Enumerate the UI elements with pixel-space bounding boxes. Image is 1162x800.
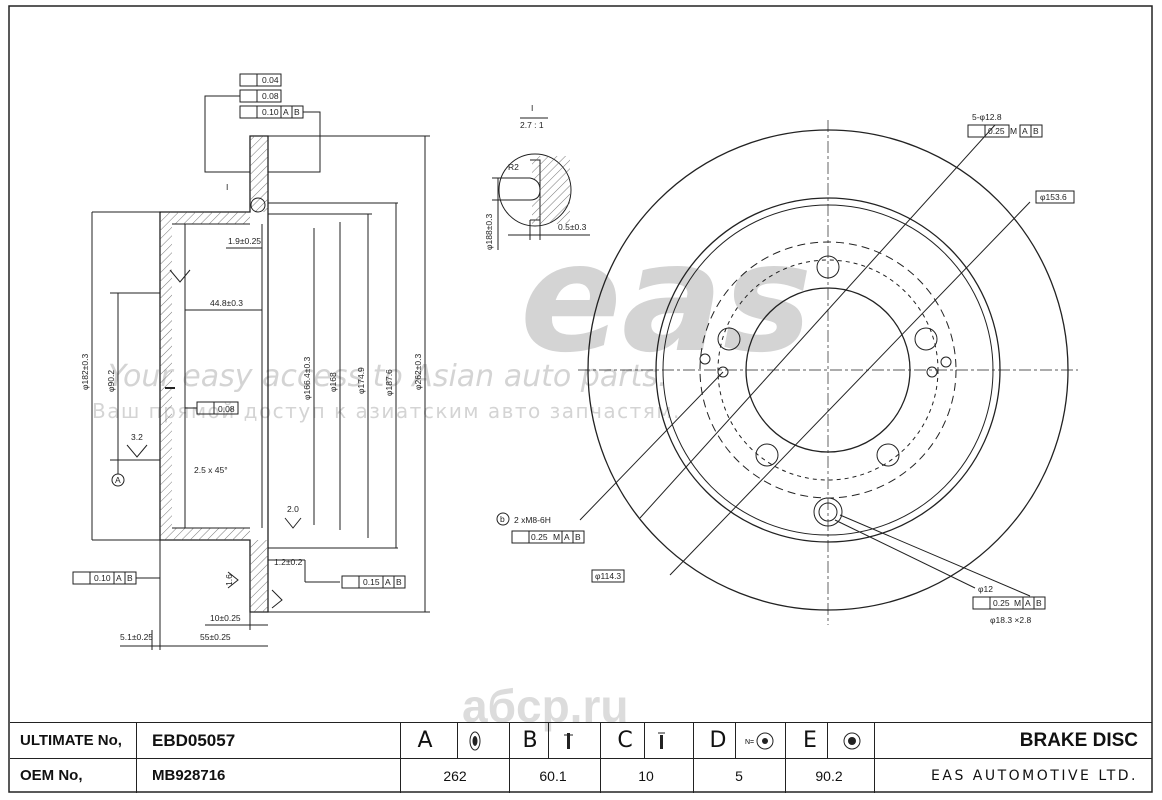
svg-text:1.2±0.2: 1.2±0.2 [274, 557, 303, 567]
svg-text:M: M [1010, 126, 1017, 136]
svg-text:0.04: 0.04 [262, 75, 279, 85]
svg-text:b: b [500, 514, 505, 524]
column-a-icon [468, 723, 482, 758]
svg-text:1.9±0.25: 1.9±0.25 [228, 236, 261, 246]
column-d-letter: D [709, 728, 727, 753]
svg-text:φ18.3 ×2.8: φ18.3 ×2.8 [990, 615, 1031, 625]
column-a-value: 262 [443, 767, 467, 784]
detail-view [492, 117, 590, 250]
svg-text:φ168: φ168 [328, 372, 338, 392]
column-e-value: 90.2 [815, 767, 843, 784]
svg-text:5.1±0.25: 5.1±0.25 [120, 632, 153, 642]
eas-watermark: eas Your easy access to Asian auto parts… [92, 212, 812, 732]
svg-text:I: I [531, 103, 533, 113]
svg-text:44.8±0.3: 44.8±0.3 [210, 298, 243, 308]
svg-text:0.15: 0.15 [363, 577, 380, 587]
svg-text:B: B [294, 107, 300, 117]
front-view [496, 120, 1078, 625]
title-row-ultimate: ULTIMATE No, EBD05057 A B C D N= E BRAKE… [10, 723, 1152, 759]
watermark-tagline-ru: Ваш прямой доступ к азиатским авто запча… [92, 399, 681, 423]
ultimate-value: EBD05057 [152, 730, 236, 750]
svg-text:3.2: 3.2 [131, 432, 143, 442]
svg-text:B: B [575, 532, 581, 542]
svg-text:φ90.2: φ90.2 [106, 370, 116, 392]
column-c-letter: C [617, 728, 633, 753]
svg-text:φ166.4±0.3: φ166.4±0.3 [302, 356, 312, 400]
column-b-value: 60.1 [539, 767, 567, 784]
svg-text:0.10: 0.10 [94, 573, 111, 583]
svg-text:2.5 x 45°: 2.5 x 45° [194, 465, 228, 475]
svg-text:0.10: 0.10 [262, 107, 279, 117]
svg-text:0.25: 0.25 [531, 532, 548, 542]
detail-labels: I 2.7 : 1 R2 φ188±0.3 0.5±0.3 [484, 103, 587, 250]
svg-text:0.5±0.3: 0.5±0.3 [558, 222, 587, 232]
svg-text:A: A [1025, 598, 1031, 608]
front-labels: 5-φ12.8 0.25 M A B φ153.6 2 xM8-6H 0.25 … [500, 112, 1067, 625]
svg-text:2.0: 2.0 [287, 504, 299, 514]
svg-text:φ182±0.3: φ182±0.3 [80, 354, 90, 390]
svg-text:φ262±0.3: φ262±0.3 [413, 354, 423, 390]
section-view [72, 73, 430, 650]
title-block: ULTIMATE No, EBD05057 A B C D N= E BRAKE… [10, 722, 1152, 793]
svg-text:I: I [226, 182, 228, 192]
oem-value: MB928716 [152, 767, 226, 784]
svg-text:0.25: 0.25 [993, 598, 1010, 608]
svg-text:5-φ12.8: 5-φ12.8 [972, 112, 1002, 122]
svg-text:A: A [283, 107, 289, 117]
svg-text:φ153.6: φ153.6 [1040, 192, 1067, 202]
svg-text:φ174.9: φ174.9 [356, 367, 366, 394]
svg-text:B: B [396, 577, 402, 587]
svg-text:2 xM8-6H: 2 xM8-6H [514, 515, 551, 525]
svg-text:A: A [115, 475, 121, 485]
svg-text:0.25: 0.25 [988, 126, 1005, 136]
svg-text:10±0.25: 10±0.25 [210, 613, 241, 623]
column-d-icon: N= [745, 723, 775, 758]
column-c-icon [655, 723, 669, 758]
svg-text:A: A [1022, 126, 1028, 136]
column-c-value: 10 [638, 767, 654, 784]
company-name: EAS AUTOMOTIVE LTD. [931, 767, 1138, 784]
svg-text:B: B [1033, 126, 1039, 136]
svg-text:M: M [1014, 598, 1021, 608]
product-name: BRAKE DISC [1019, 729, 1138, 751]
column-b-icon [562, 723, 576, 758]
column-d-value: 5 [735, 767, 743, 784]
svg-text:A: A [564, 532, 570, 542]
svg-text:φ187.6: φ187.6 [384, 369, 394, 396]
svg-text:φ12: φ12 [978, 584, 993, 594]
svg-text:R2: R2 [508, 162, 519, 172]
section-labels: 0.04 0.08 0.10 A B I 1.9±0.25 44.8±0.3 φ… [80, 75, 423, 642]
svg-text:B: B [1036, 598, 1042, 608]
column-a-letter: A [417, 728, 433, 753]
svg-text:0.08: 0.08 [218, 404, 235, 414]
svg-text:M: M [553, 532, 560, 542]
oem-label: OEM No, [20, 767, 83, 784]
watermark-tagline-en: Your easy access to Asian auto parts. [108, 359, 667, 394]
svg-text:A: A [385, 577, 391, 587]
svg-text:B: B [127, 573, 133, 583]
watermark-logo: eas [520, 212, 812, 386]
svg-text:55±0.25: 55±0.25 [200, 632, 231, 642]
column-e-icon [842, 723, 862, 758]
svg-text:1.6: 1.6 [224, 574, 234, 586]
title-row-oem: OEM No, MB928716 262 60.1 10 5 90.2 EAS … [10, 758, 1152, 793]
sheet-border [8, 5, 1153, 793]
svg-text:φ188±0.3: φ188±0.3 [484, 214, 494, 250]
svg-text:0.08: 0.08 [262, 91, 279, 101]
svg-text:A: A [116, 573, 122, 583]
svg-text:N=: N= [745, 739, 754, 746]
svg-text:φ114.3: φ114.3 [595, 571, 621, 581]
column-e-letter: E [803, 728, 817, 753]
svg-text:2.7 : 1: 2.7 : 1 [520, 120, 544, 130]
column-b-letter: B [522, 728, 538, 753]
ultimate-label: ULTIMATE No, [20, 732, 122, 749]
